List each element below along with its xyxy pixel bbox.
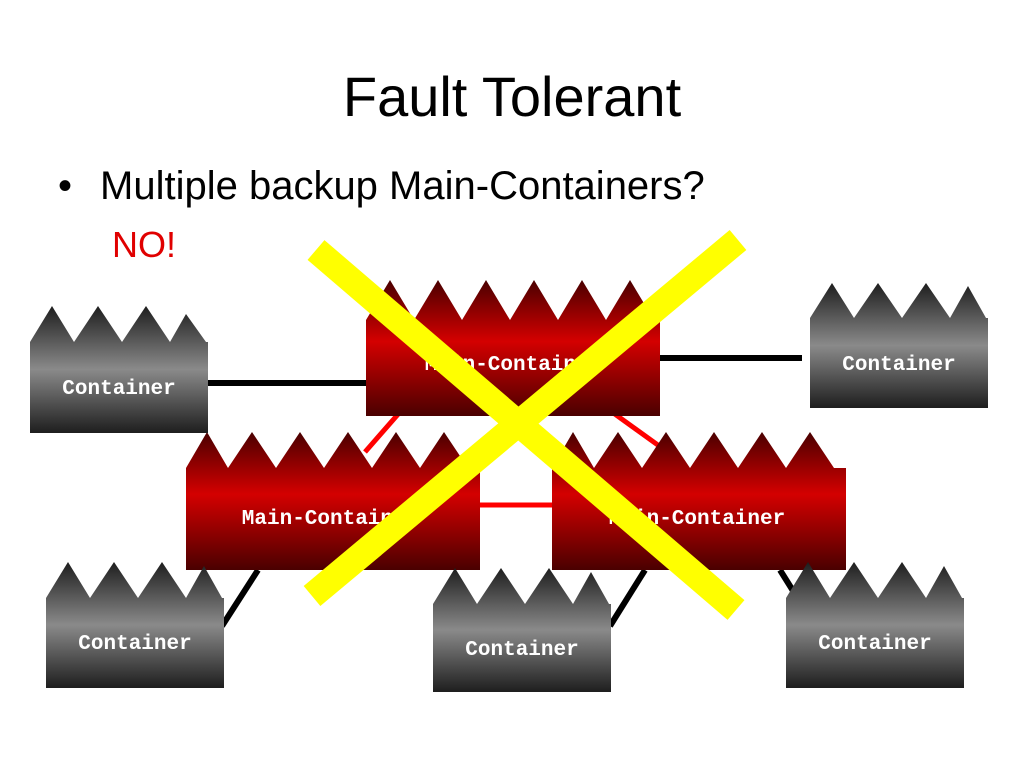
slide-title: Fault Tolerant — [342, 65, 682, 128]
bullet-text: Multiple backup Main-Containers? — [100, 164, 705, 208]
container-link — [219, 568, 261, 628]
main-container-shape — [552, 432, 846, 570]
container-bottom-right: Container — [786, 562, 964, 688]
container-link — [607, 568, 648, 628]
main-container-left: Main-Container — [186, 432, 480, 570]
container-label: Container — [842, 354, 955, 377]
bullet-item: • Multiple backup Main-Containers? — [58, 158, 705, 214]
container-shape — [786, 562, 964, 688]
cross-mark — [303, 230, 747, 620]
main-container-shape — [186, 432, 480, 570]
links — [206, 355, 802, 628]
container-shape — [46, 562, 224, 688]
container-label: Container — [62, 378, 175, 401]
backup-link — [363, 410, 402, 454]
container-label: Container — [465, 639, 578, 662]
answer-text: NO! — [112, 224, 177, 265]
bullet-marker: • — [58, 164, 73, 208]
cross-stroke — [303, 230, 747, 606]
container-top-left: Container — [30, 306, 208, 433]
container-shape — [810, 283, 988, 408]
container-top-right: Container — [810, 283, 988, 408]
main-container-label: Main-Container — [242, 508, 418, 531]
container-shape — [30, 306, 208, 433]
backup-link — [610, 409, 664, 451]
container-label: Container — [818, 633, 931, 656]
container-bottom-left: Container — [46, 562, 224, 688]
container-shape — [433, 568, 611, 692]
container-bottom-center: Container — [433, 568, 611, 692]
container-label: Container — [78, 633, 191, 656]
